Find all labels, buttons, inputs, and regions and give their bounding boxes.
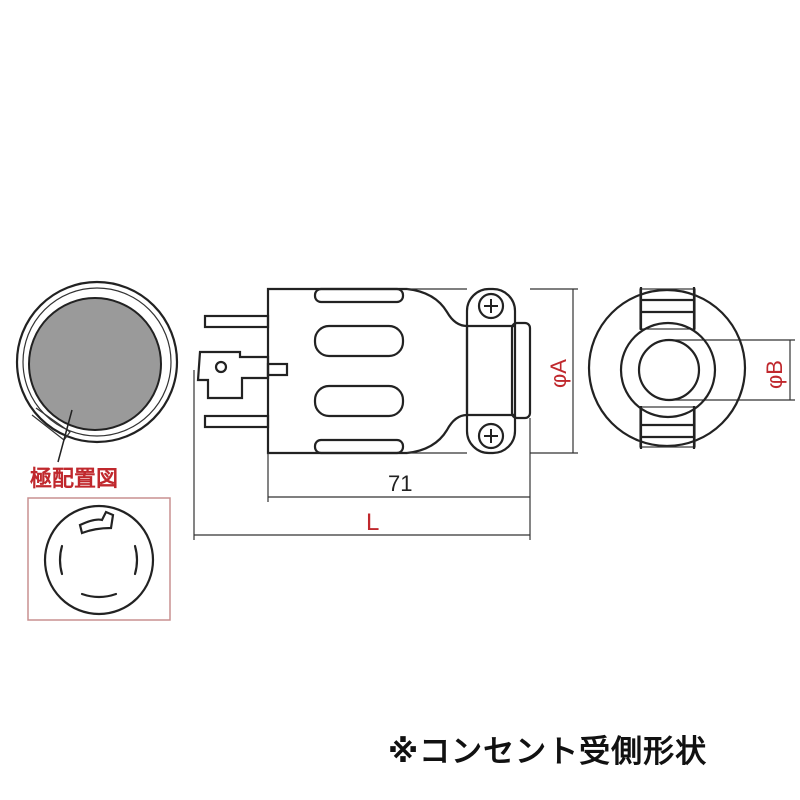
dim-l-label: L: [366, 509, 379, 536]
dimension-lines: [193, 288, 795, 540]
dim-phi-b-label: φB: [762, 360, 787, 389]
plug-side-view: [196, 287, 532, 455]
plug-rear-view: [587, 287, 747, 449]
pole-arrangement-box: [27, 497, 171, 621]
receptacle-shape-note: ※コンセント受側形状: [388, 734, 708, 770]
dim-phi-a-label: φA: [546, 359, 571, 388]
screw-icon: [477, 292, 505, 320]
dim-71-label: 71: [388, 471, 412, 496]
plug-face-view: [15, 280, 179, 463]
screw-icon: [477, 422, 505, 450]
pole-arrangement-label: 極配置図: [30, 466, 118, 491]
